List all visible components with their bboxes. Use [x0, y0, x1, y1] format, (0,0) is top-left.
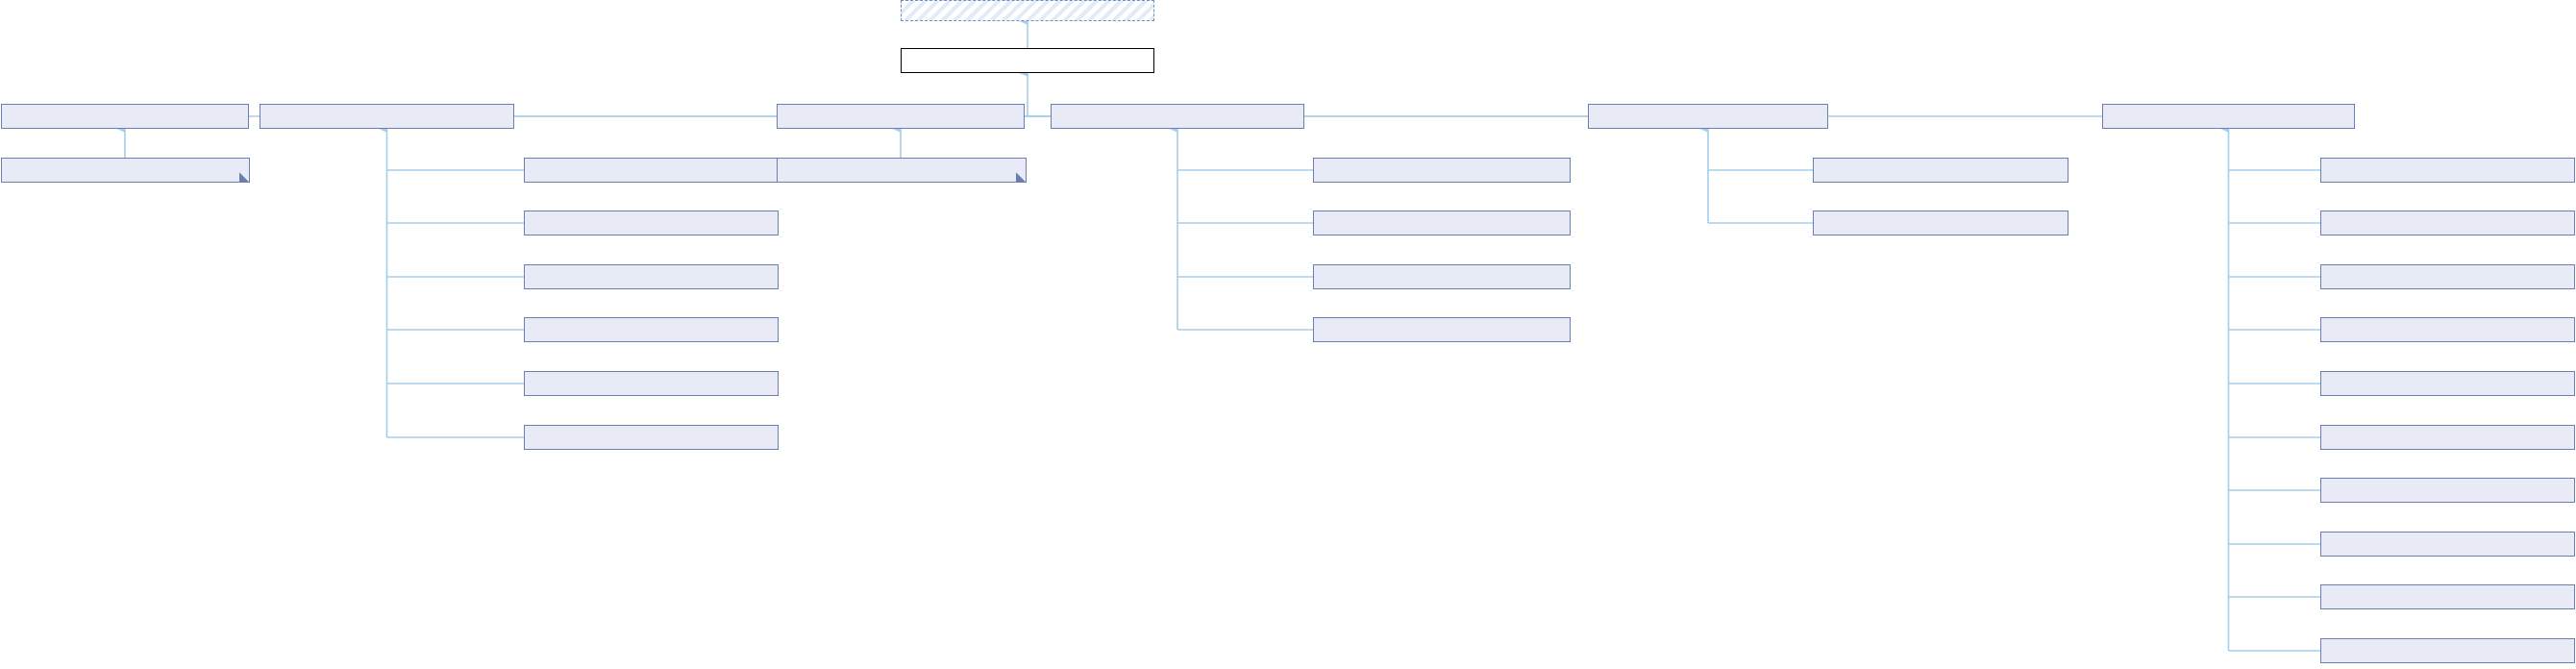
class-node-object[interactable] [901, 0, 1154, 21]
class-node-rollingpolicy[interactable] [777, 104, 1025, 129]
class-node-andfilter[interactable] [2320, 158, 2575, 183]
class-node-rollingpolicybase[interactable] [777, 158, 1027, 183]
class-node-expressionfilter[interactable] [2320, 264, 2575, 289]
class-node-simplelayout[interactable] [524, 371, 779, 396]
class-node-manualtrigger[interactable] [1313, 211, 1571, 235]
class-node-stringmatchfilter[interactable] [2320, 638, 2575, 663]
class-node-htmllayout[interactable] [524, 211, 779, 235]
class-node-jsonlayout[interactable] [524, 264, 779, 289]
class-node-optionhandler[interactable] [901, 48, 1154, 73]
class-node-appender[interactable] [1, 104, 249, 129]
class-node-levelmatchfilter[interactable] [2320, 317, 2575, 342]
class-node-mapfilter[interactable] [2320, 532, 2575, 557]
class-node-layout[interactable] [260, 104, 514, 129]
class-node-xmllayout[interactable] [524, 425, 779, 450]
class-node-filterbasedtrigger[interactable] [1313, 158, 1571, 183]
class-node-appenderskeleton[interactable] [1, 158, 250, 183]
class-node-fmtlayout[interactable] [524, 158, 779, 183]
class-node-fallbackerrorhandler[interactable] [1813, 211, 2068, 235]
class-node-errorhandler[interactable] [1588, 104, 1828, 129]
class-node-filter[interactable] [2102, 104, 2355, 129]
class-node-levelrangefilter[interactable] [2320, 371, 2575, 396]
class-node-patternlayout[interactable] [524, 317, 779, 342]
class-node-timebasedrolling[interactable] [1313, 317, 1571, 342]
class-node-onlyonceerrorhandler[interactable] [1813, 158, 2068, 183]
class-node-sizebasedtrigger[interactable] [1313, 264, 1571, 289]
class-node-loggermatchfilter[interactable] [2320, 478, 2575, 503]
class-node-propertyfilter[interactable] [2320, 584, 2575, 609]
class-node-locationinfofilter[interactable] [2320, 425, 2575, 450]
class-node-triggeringpolicy[interactable] [1051, 104, 1304, 129]
class-node-denyallfilter[interactable] [2320, 211, 2575, 235]
